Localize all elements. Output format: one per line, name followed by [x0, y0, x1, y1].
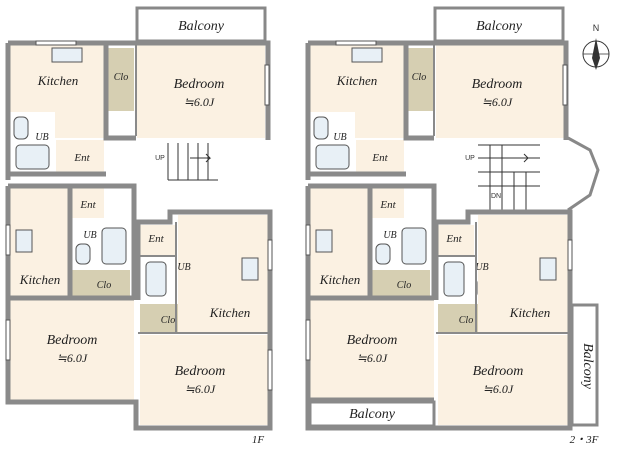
bath-label-b-2f: UB	[383, 230, 396, 241]
stairs-1f	[167, 143, 218, 181]
balcony-label-2f-top: Balcony	[476, 19, 523, 34]
stove-a-1f	[51, 47, 83, 63]
stairs-up-label-2f: UP	[465, 155, 475, 162]
toilet-b-2f	[375, 243, 391, 265]
bedroom-b-2f	[310, 300, 434, 400]
entrance-label-a-2f: Ent	[371, 152, 388, 164]
stove-b-1f	[15, 229, 33, 253]
bedroom-label-c-2f: Bedroom	[473, 364, 524, 379]
floor-label-2-3f: 2・3F	[570, 434, 599, 446]
closet-label-b-1f: Clo	[97, 280, 111, 291]
bedroom-b-1f	[10, 300, 134, 400]
closet-b-2f	[372, 270, 430, 296]
kitchen-label-a-1f: Kitchen	[37, 73, 78, 88]
entrance-a-2f	[356, 140, 404, 172]
bedroom-size-b-2f: ≒6.0J	[357, 351, 388, 365]
bedroom-a-2f	[436, 45, 564, 138]
bathtub-b-1f	[101, 227, 127, 265]
bedroom-size-b-1f: ≒6.0J	[57, 351, 88, 365]
window-2f-4	[305, 224, 311, 256]
balcony-label-2f-bottom: Balcony	[349, 407, 396, 422]
bedroom-label-b-2f: Bedroom	[347, 333, 398, 348]
closet-label-c-2f: Clo	[459, 315, 473, 326]
toilet-a-2f	[313, 116, 329, 140]
kitchen-label-b-2f: Kitchen	[319, 272, 360, 287]
entrance-b-1f	[70, 188, 104, 218]
floor-1f: Balcony Kitchen Clo Bedroom ≒6.0J UB Ent…	[5, 6, 273, 446]
closet-a-2f	[406, 48, 433, 111]
bath-label-b-1f: UB	[83, 230, 96, 241]
kitchen-label-c-1f: Kitchen	[209, 305, 250, 320]
compass-icon	[582, 38, 610, 70]
window-1f-3	[5, 319, 11, 361]
window-1f-6	[5, 224, 11, 256]
stairs-down-label-2f: DN	[491, 193, 501, 200]
bedroom-c-2f	[438, 335, 568, 425]
floor-label-1f: 1F	[252, 434, 265, 446]
window-2f-2	[562, 64, 568, 106]
window-2f-1	[335, 40, 377, 46]
window-1f-5	[267, 239, 273, 271]
stove-a-2f	[351, 47, 383, 63]
bedroom-size-c-1f: ≒6.0J	[185, 382, 216, 396]
closet-label-c-1f: Clo	[161, 315, 175, 326]
window-1f-4	[267, 349, 273, 391]
entrance-a-1f	[56, 140, 104, 172]
entrance-label-c-1f: Ent	[147, 233, 164, 245]
bathtub-a-1f	[15, 144, 50, 170]
window-2f-3	[305, 319, 311, 361]
kitchen-label-c-2f: Kitchen	[509, 305, 550, 320]
bedroom-a-1f	[137, 45, 265, 138]
bath-label-c-2f: UB	[475, 262, 488, 273]
window-1f-1	[35, 40, 77, 46]
bathtub-a-2f	[315, 144, 350, 170]
stairs-2f	[478, 136, 600, 212]
bedroom-c-1f	[140, 335, 268, 425]
bedroom-size-a-2f: ≒6.0J	[482, 95, 513, 109]
window-1f-2	[264, 64, 270, 106]
bedroom-label-a-2f: Bedroom	[472, 77, 523, 92]
toilet-a-1f	[13, 116, 29, 140]
stove-b-2f	[315, 229, 333, 253]
balcony-label-1f-top: Balcony	[178, 19, 225, 34]
bedroom-size-a-1f: ≒6.0J	[184, 95, 215, 109]
closet-label-a-1f: Clo	[114, 72, 128, 83]
bedroom-label-b-1f: Bedroom	[47, 333, 98, 348]
stove-c-1f	[241, 257, 259, 281]
entrance-label-a-1f: Ent	[73, 152, 90, 164]
entrance-label-b-1f: Ent	[79, 199, 96, 211]
toilet-b-1f	[75, 243, 91, 265]
bathtub-c-1f	[145, 261, 167, 297]
bathtub-b-2f	[401, 227, 427, 265]
balcony-top-2f	[433, 6, 565, 43]
closet-a-1f	[107, 48, 134, 111]
entrance-label-c-2f: Ent	[445, 233, 462, 245]
entrance-c-1f	[140, 225, 176, 257]
balcony-right-2f	[570, 303, 599, 427]
closet-label-b-2f: Clo	[397, 280, 411, 291]
floor-2-3f: Balcony Kitchen Clo Bedroom ≒6.0J UB Ent	[305, 6, 600, 446]
balcony-label-2f-right: Balcony	[580, 343, 595, 390]
bathtub-c-2f	[443, 261, 465, 297]
stairs-up-label-1f: UP	[155, 155, 165, 162]
bedroom-label-c-1f: Bedroom	[175, 364, 226, 379]
compass-north-label: N	[593, 23, 600, 33]
bath-label-a-2f: UB	[333, 132, 346, 143]
bath-label-c-1f: UB	[177, 262, 190, 273]
kitchen-label-b-1f: Kitchen	[19, 272, 60, 287]
entrance-c-2f	[438, 225, 474, 257]
closet-b-1f	[72, 270, 130, 296]
bath-label-a-1f: UB	[35, 132, 48, 143]
closet-label-a-2f: Clo	[412, 72, 426, 83]
entrance-b-2f	[370, 188, 404, 218]
bedroom-size-c-2f: ≒6.0J	[483, 382, 514, 396]
window-2f-5	[567, 239, 573, 271]
entrance-label-b-2f: Ent	[379, 199, 396, 211]
stove-c-2f	[539, 257, 557, 281]
kitchen-label-a-2f: Kitchen	[336, 73, 377, 88]
bedroom-label-a-1f: Bedroom	[174, 77, 225, 92]
